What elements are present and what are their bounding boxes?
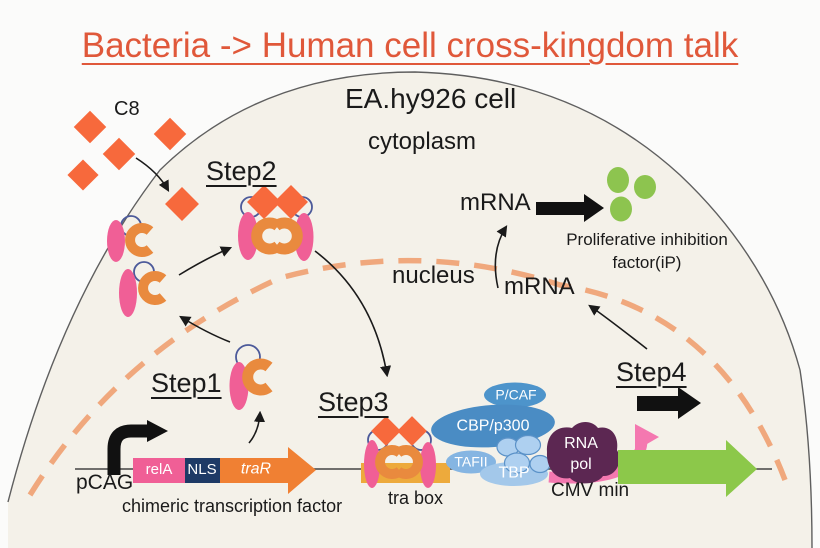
proliferative-inhibition-factor-label: Proliferative inhibition factor(iP)	[566, 230, 728, 272]
arrow-gene-to-step1	[248, 410, 266, 444]
chimeric-construct	[107, 420, 316, 494]
pcag-promoter-arrowhead	[147, 420, 168, 442]
step4-label: Step4	[616, 357, 687, 387]
diagram-title: Bacteria -> Human cell cross-kingdom tal…	[81, 26, 739, 65]
arrow-dimer-to-step3	[314, 250, 392, 378]
rela-domain	[294, 213, 314, 261]
arrow-step1-to-cytoplasm	[179, 315, 231, 343]
translation-arrow	[536, 194, 604, 222]
c8-label: C8	[114, 98, 140, 120]
c8-ligands	[67, 110, 199, 221]
trar-gene-arrow	[220, 447, 316, 494]
rela-domain	[119, 269, 137, 317]
tf-monomer	[119, 261, 167, 317]
step2-label: Step2	[206, 156, 277, 186]
pcaf-ellipse	[484, 382, 546, 408]
rna-pol-blob	[546, 422, 620, 484]
c8-diamond	[274, 185, 308, 219]
nls-box-label: NLS	[187, 461, 217, 479]
nls-box	[185, 458, 220, 483]
step1-label: Step1	[151, 368, 222, 398]
trar-domain	[242, 358, 273, 396]
step3-bound-dimer	[364, 416, 436, 488]
cmv-min-label: CMV min	[551, 480, 630, 501]
tafii-label: TAFII	[454, 453, 488, 470]
trar-domain	[138, 271, 167, 305]
trar-domain	[394, 445, 423, 479]
c8-diamond	[67, 159, 99, 191]
c8-diamond	[397, 416, 427, 446]
arrow-transcription-to-mrna	[588, 304, 648, 350]
rela-domain	[238, 212, 258, 260]
c8-diamond	[371, 416, 401, 446]
rela-box-label: relA	[145, 461, 173, 479]
cbp-p300-label: CBP/p300	[456, 417, 530, 435]
rela-domain	[107, 220, 125, 262]
c8-diamond	[102, 137, 136, 171]
nucleus-label: nucleus	[392, 262, 475, 289]
rna-pol-label: RNA pol	[564, 435, 598, 473]
c8-diamond	[165, 187, 199, 221]
arrow-c8-entry	[135, 157, 170, 192]
trar-domain	[375, 445, 404, 479]
step3-label: Step3	[318, 387, 389, 417]
tafii-ellipse	[446, 450, 496, 474]
rela-domain	[364, 440, 380, 488]
ip-factor-dots	[607, 167, 656, 222]
c8-diamond	[247, 185, 281, 219]
tf-monomer	[107, 215, 154, 262]
cytoplasm-label: cytoplasm	[368, 128, 477, 155]
taf-subunits	[496, 434, 551, 474]
tbp-label: TBP	[498, 464, 530, 482]
c8-diamond	[73, 110, 107, 144]
step2-dimer	[238, 185, 314, 261]
pcaf-label: P/CAF	[495, 386, 537, 403]
trar-domain	[272, 217, 303, 255]
reporter-gene-arrow	[618, 440, 757, 497]
rela-domain	[420, 442, 436, 488]
mrna-nucleus-label: mRNA	[504, 273, 575, 300]
trar-domain	[125, 223, 154, 257]
tra-box-label: tra box	[388, 488, 444, 508]
trar-gene-label: traR	[240, 460, 272, 478]
cell-label: EA.hy926 cell	[345, 83, 517, 114]
arrow-monomer-to-dimer	[178, 246, 233, 276]
mrna-cytoplasm-label: mRNA	[460, 189, 531, 216]
chimeric-tf-caption: chimeric transcription factor	[122, 496, 343, 516]
transcription-machinery	[431, 382, 659, 486]
c8-diamond	[153, 117, 187, 151]
pcag-label: pCAG	[76, 471, 134, 494]
trar-domain	[251, 217, 282, 255]
arrow-mrna-export	[494, 225, 508, 289]
nucleus-boundary-dashed	[27, 257, 788, 497]
rela-box	[133, 458, 185, 483]
pcag-promoter-arrow	[107, 424, 147, 475]
step4-arrow	[637, 387, 701, 419]
transcription-start-arrowhead	[635, 424, 659, 451]
flow-arrows	[135, 157, 648, 444]
step1-protein	[229, 344, 273, 410]
